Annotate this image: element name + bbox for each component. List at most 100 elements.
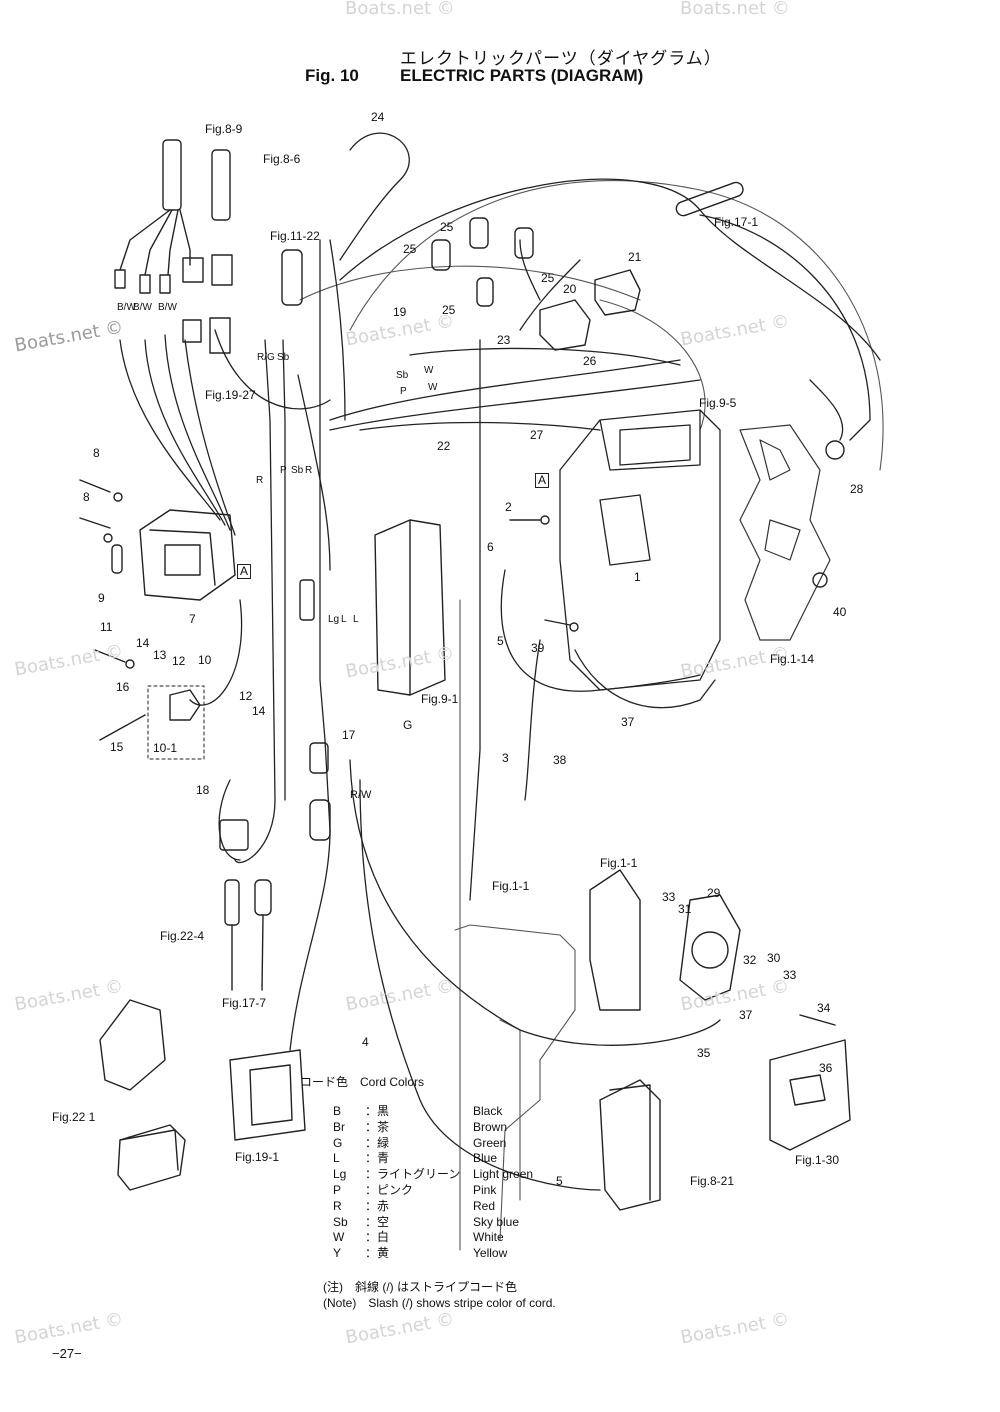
wire-label: L <box>341 614 347 625</box>
part-number: 18 <box>196 783 210 797</box>
part-number: 35 <box>697 1046 711 1060</box>
rectifier-7 <box>79 479 236 601</box>
part-number: 14 <box>136 636 150 650</box>
wire-label: B/W <box>158 302 177 313</box>
watermark: Boats.net © <box>345 0 455 19</box>
part-number: 33 <box>662 890 676 904</box>
cord-color-code: G <box>333 1135 343 1150</box>
cord-color-code: R <box>333 1198 342 1213</box>
cord-color-jp: ：赤 <box>365 1198 390 1213</box>
part-number: 25 <box>403 242 417 256</box>
ref-box-a-left: A <box>237 564 252 579</box>
note-japanese: (注) 斜線 (/) はストライプコード色 <box>323 1280 517 1294</box>
ref-fig19-1: Fig.19-1 <box>235 1150 280 1164</box>
cord-color-code: Lg <box>333 1167 347 1182</box>
watermark: Boats.net © <box>680 0 790 19</box>
part-number: 19 <box>393 305 407 319</box>
part-number: 1 <box>634 570 641 584</box>
ref-fig1-1-upper: Fig.1-1 <box>600 856 638 870</box>
part-number: 4 <box>362 1035 369 1049</box>
ref-fig1-1-lower: Fig.1-1 <box>492 879 530 893</box>
part-number: 37 <box>739 1008 753 1022</box>
part-number: 25 <box>541 271 555 285</box>
cord-color-jp: ：緑 <box>365 1135 390 1150</box>
cord-color-jp: ：ピンク <box>365 1182 414 1197</box>
cord-color-jp: ：黄 <box>365 1246 390 1261</box>
part-number: 24 <box>371 110 385 124</box>
cord-color-code: L <box>333 1151 340 1166</box>
part-number: 25 <box>440 220 454 234</box>
part-number: 12 <box>239 689 253 703</box>
wire-label: Sb <box>396 370 409 381</box>
note-english: (Note) Slash (/) shows stripe color of c… <box>323 1296 556 1310</box>
switch-assembly-box <box>99 685 205 760</box>
part-number: 33 <box>783 968 797 982</box>
wire-label: Lg <box>328 614 340 625</box>
part-number: 13 <box>153 648 167 662</box>
wire-label: L <box>353 614 359 625</box>
part-number: 17 <box>342 728 356 742</box>
cdi-unit-block <box>559 409 721 691</box>
wire-label: P <box>280 465 287 476</box>
part-number: 27 <box>530 428 544 442</box>
wire-label: R <box>256 475 264 486</box>
cord-color-jp: ：黒 <box>365 1104 390 1118</box>
part-number: 21 <box>628 250 642 264</box>
part-number: 36 <box>819 1061 833 1075</box>
figure-number: Fig. 10 <box>305 66 359 85</box>
cord-color-en: White <box>473 1230 504 1245</box>
part-number: 12 <box>172 654 186 668</box>
part-number: 10-1 <box>153 741 178 755</box>
cord-color-row: P ：ピンク Pink <box>333 1183 533 1199</box>
ref-fig9-1: Fig.9-1 <box>421 692 459 706</box>
wire-label: R/W <box>350 789 372 801</box>
cord-color-en: Pink <box>473 1182 497 1197</box>
ref-fig22-1: Fig.22 1 <box>52 1110 96 1124</box>
part-number: 25 <box>442 303 456 317</box>
page-number: −27− <box>52 1346 82 1361</box>
cord-color-en: Red <box>473 1198 496 1213</box>
ignition-coils <box>539 269 641 351</box>
cord-color-en: Sky blue <box>473 1214 520 1229</box>
part-number: 22 <box>437 439 451 453</box>
cord-color-jp: ：白 <box>365 1230 390 1245</box>
wire-label: Sb <box>277 352 290 363</box>
wire-label: B/W <box>117 302 136 313</box>
lower-connectors <box>219 579 331 991</box>
ref-fig8-6: Fig.8-6 <box>263 152 301 166</box>
part-number: 37 <box>621 715 635 729</box>
part-number: 26 <box>583 354 597 368</box>
top-connectors <box>114 139 744 354</box>
cylinder-block <box>739 424 831 641</box>
part-number: 31 <box>678 902 692 916</box>
part-number: 32 <box>743 953 757 967</box>
ref-fig22-4: Fig.22-4 <box>160 929 205 943</box>
cord-color-code: B <box>333 1104 342 1118</box>
part-number: 11 <box>100 620 113 634</box>
part-number: 8 <box>93 446 100 460</box>
ref-fig11-22: Fig.11-22 <box>270 229 320 243</box>
cord-color-jp: ：空 <box>365 1214 390 1229</box>
part-number: 9 <box>98 591 105 605</box>
cord-color-code: Br <box>333 1119 345 1134</box>
part-number: 16 <box>116 680 130 694</box>
cord-color-row: R ：赤 Red <box>333 1199 533 1215</box>
cord-color-code: P <box>333 1182 342 1197</box>
wire-label: W <box>428 382 438 393</box>
part-number: 28 <box>850 482 864 496</box>
part-number: 30 <box>767 951 781 965</box>
cdi-box <box>374 519 446 696</box>
part-number: 14 <box>252 704 266 718</box>
cord-color-en: Blue <box>473 1151 498 1166</box>
ref-fig17-1: Fig.17-1 <box>714 215 759 229</box>
cord-color-code: Y <box>333 1246 342 1261</box>
